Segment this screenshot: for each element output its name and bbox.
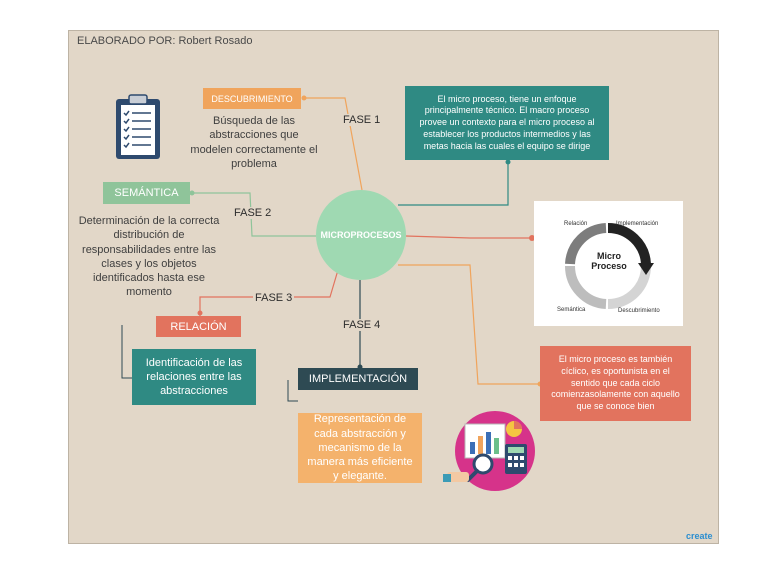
author-credit: ELABORADO POR: Robert Rosado bbox=[77, 35, 253, 47]
cycle-label-relacion: Relación bbox=[564, 221, 588, 227]
analytics-icon bbox=[443, 411, 535, 491]
phase-label-1: FASE 1 bbox=[341, 114, 383, 126]
brand-logo: create bbox=[686, 531, 713, 541]
descubrimiento-description: Búsqueda de las abstracciones que modele… bbox=[190, 115, 318, 170]
phase-label-4: FASE 4 bbox=[341, 319, 383, 331]
technical-note: El micro proceso, tiene un enfoque princ… bbox=[405, 86, 609, 160]
cycle-label-implementacion: Implementación bbox=[616, 221, 659, 227]
descubrimiento-tag: DESCUBRIMIENTO bbox=[203, 88, 301, 109]
relacion-tag: RELACIÓN bbox=[156, 316, 241, 337]
cycle-diagram: Micro Proceso Relación Implementación Se… bbox=[534, 201, 683, 326]
semantica-tag: SEMÁNTICA bbox=[103, 182, 190, 204]
cycle-label-semantica: Semántica bbox=[557, 307, 586, 313]
semantica-description: Determinación de la correcta distribució… bbox=[78, 215, 220, 299]
cycle-center-label: Micro Proceso bbox=[591, 251, 627, 272]
cycle-label-descubrimiento: Descubrimiento bbox=[618, 308, 660, 314]
implementacion-description: Representación de cada abstracción y mec… bbox=[298, 413, 422, 483]
microprocesos-hub: MICROPROCESOS bbox=[316, 190, 406, 280]
clipboard-icon bbox=[116, 94, 160, 159]
phase-label-2: FASE 2 bbox=[232, 207, 274, 219]
cyclic-note: El micro proceso es también cíclico, es … bbox=[540, 346, 691, 421]
phase-label-3: FASE 3 bbox=[253, 292, 295, 304]
cycle-ring bbox=[564, 222, 654, 309]
implementacion-tag: IMPLEMENTACIÓN bbox=[298, 368, 418, 390]
relacion-description: Identificación de las relaciones entre l… bbox=[132, 349, 256, 405]
